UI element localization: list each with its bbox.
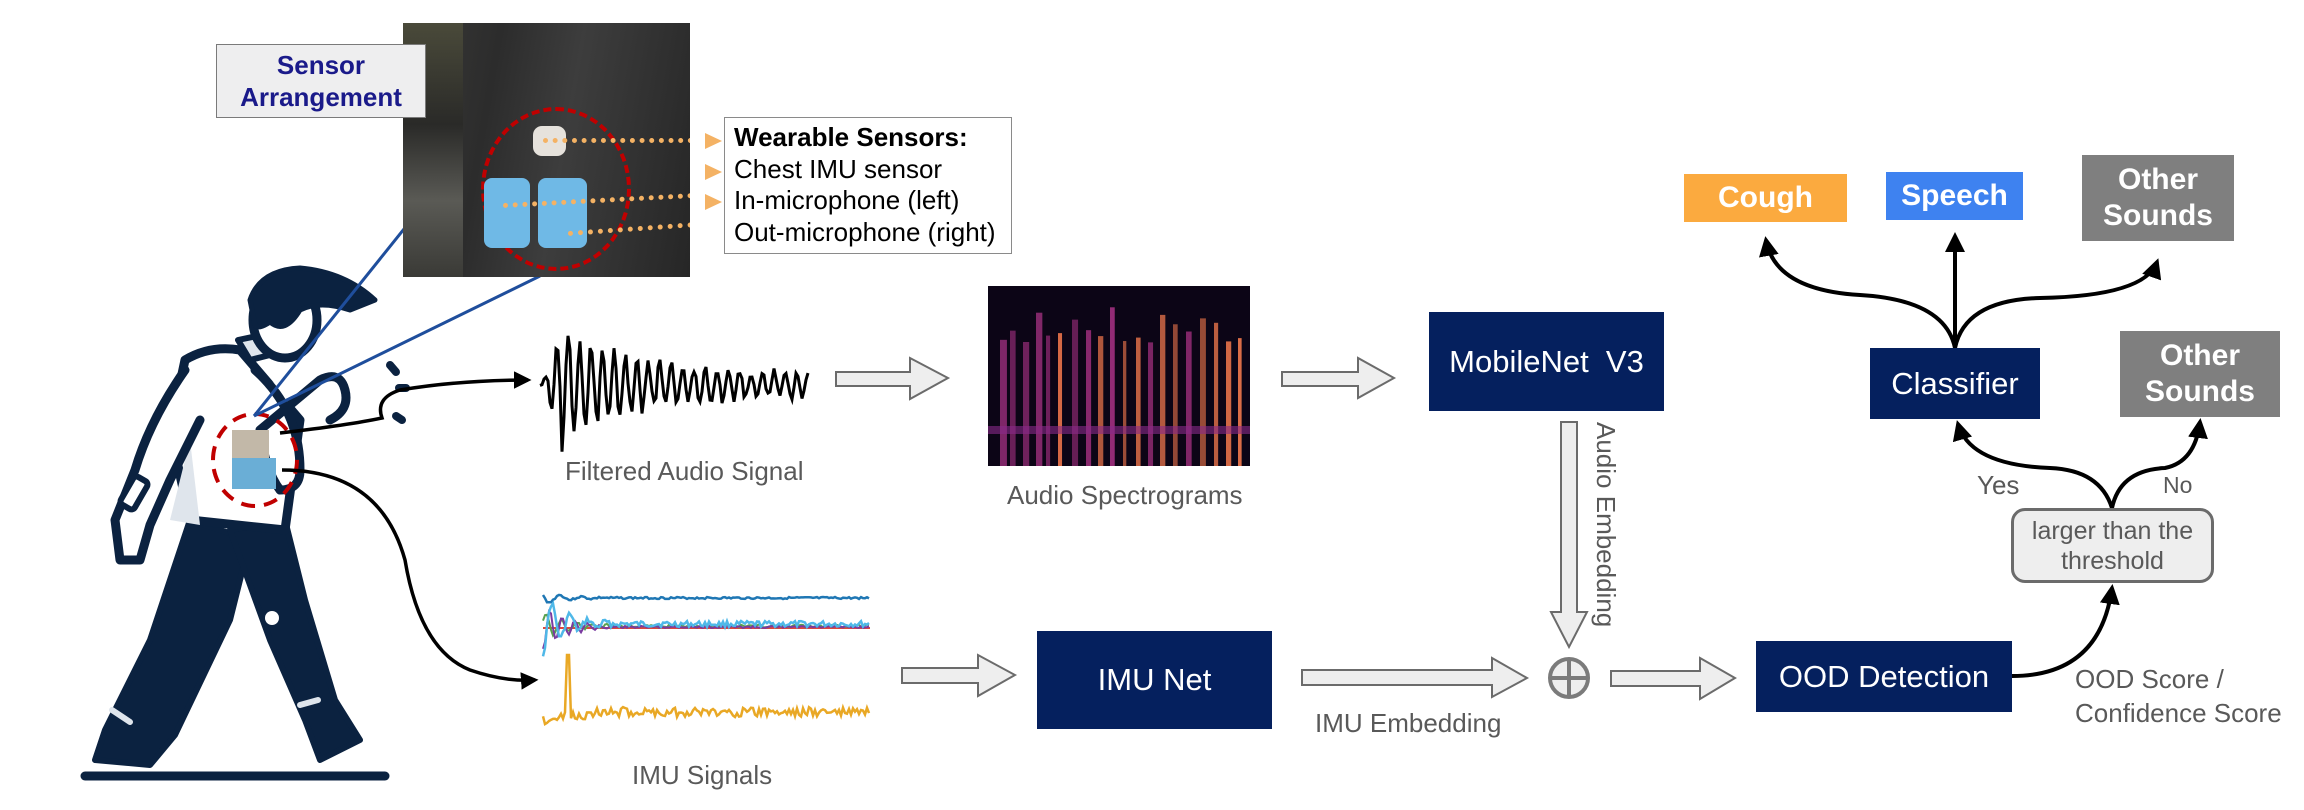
spectrogram-band (1000, 339, 1007, 466)
imu-net-label: IMU Net (1097, 662, 1212, 697)
arrow-threshold-yes (1952, 420, 2114, 509)
spectrogram-band (1226, 341, 1232, 466)
arrow-audio-embedding (1549, 421, 1589, 650)
spectrogram-band (1173, 324, 1178, 466)
spectrogram-band (1098, 336, 1104, 466)
sensor-circle (481, 107, 631, 271)
arrow-imu-to-imunet (901, 653, 1018, 698)
arrow-classifier-other (1953, 258, 2162, 349)
other-sounds-line1: Other (2117, 163, 2198, 196)
score-line1: OOD Score / (2075, 664, 2224, 694)
mobilenet-label: MobileNet V3 (1449, 343, 1644, 379)
spectrogram-band (1123, 341, 1127, 466)
imu-signals-label: IMU Signals (632, 760, 773, 790)
sensor-title-line1: Sensor (276, 50, 366, 80)
spectrogram-band (1136, 337, 1141, 466)
ood-detection-block: OOD Detection (1756, 641, 2012, 712)
arrow-imu-embedding (1301, 656, 1530, 699)
classifier-label: Classifier (1891, 365, 2019, 401)
output-cough: Cough (1684, 174, 1847, 222)
sensor-photo (403, 23, 690, 277)
out-mic-photo (538, 178, 587, 248)
no-label: No (2163, 472, 2193, 498)
spectrogram-band (1200, 318, 1206, 466)
in-mic-photo (484, 178, 530, 248)
cough-label: Cough (1718, 181, 1813, 214)
spectrogram-band (1046, 335, 1051, 466)
spectrogram-band (1238, 338, 1242, 466)
arrow-fusion-to-ood (1610, 656, 1737, 701)
spectrogram-band (1214, 322, 1219, 466)
threshold-label: larger than the threshold (2031, 516, 2194, 575)
audio-spectrogram (988, 286, 1250, 466)
imu-signal-plot (541, 593, 871, 727)
spectrogram-band (1086, 330, 1092, 466)
spectrogram-band (1010, 330, 1016, 466)
spectrogram-band (1110, 307, 1115, 466)
audio-waveform (539, 335, 810, 452)
arrow-classifier-cough (1759, 236, 1957, 349)
sensor-item: Out-microphone (right) (734, 216, 996, 247)
other-sounds-ood-line2: Sounds (2145, 375, 2255, 408)
audio-embedding-label: Audio Embedding (1591, 422, 1621, 628)
ood-score-label: OOD Score / Confidence Score (2075, 662, 2282, 730)
arrow-audio-to-spectrogram (835, 356, 951, 401)
speech-label: Speech (1901, 179, 2008, 212)
spectrogram-band (1023, 341, 1030, 466)
sensor-title-line2: Arrangement (240, 82, 402, 112)
classifier-block: Classifier (1870, 348, 2040, 419)
output-speech: Speech (1886, 172, 2023, 220)
wearable-sensors-title: Wearable Sensors: (734, 122, 968, 152)
filtered-audio-label: Filtered Audio Signal (565, 456, 804, 486)
wearable-sensors-legend: Wearable Sensors: Chest IMU sensor In-mi… (724, 117, 1012, 254)
threshold-decision: larger than the threshold (2011, 508, 2214, 583)
yes-label: Yes (1977, 470, 2020, 500)
ood-label: OOD Detection (1778, 658, 1990, 694)
spectrogram-band (1072, 319, 1079, 466)
arrow-threshold-no (2110, 418, 2208, 509)
imu-embedding-label: IMU Embedding (1315, 708, 1502, 738)
mobilenet-block: MobileNet V3 (1429, 312, 1664, 411)
spectrogram-band (1036, 312, 1043, 466)
other-sounds-line2: Sounds (2103, 199, 2213, 232)
fusion-plus-icon (1548, 657, 1590, 699)
imu-signal-arrow (281, 468, 539, 690)
arrow-ood-to-threshold (2011, 584, 2120, 678)
spectrogram-band (1186, 331, 1192, 466)
imu-net-block: IMU Net (1037, 631, 1272, 729)
other-sounds-ood-line1: Other (2159, 339, 2240, 372)
person-illustration (80, 265, 410, 781)
spectrogram-band (1148, 342, 1154, 466)
audio-signal-arrow (279, 371, 532, 435)
spectrogram-band (988, 426, 1250, 434)
callout-line (253, 274, 541, 418)
sensor-item: Chest IMU sensor (734, 153, 943, 184)
spectrogram-label: Audio Spectrograms (1007, 480, 1243, 510)
arrow-spectrogram-to-mobilenet (1281, 356, 1397, 400)
score-line2: Confidence Score (2075, 698, 2282, 728)
sensor-item: In-microphone (left) (734, 185, 960, 215)
spectrogram-band (1160, 314, 1166, 466)
spectrogram-band (1058, 333, 1063, 466)
